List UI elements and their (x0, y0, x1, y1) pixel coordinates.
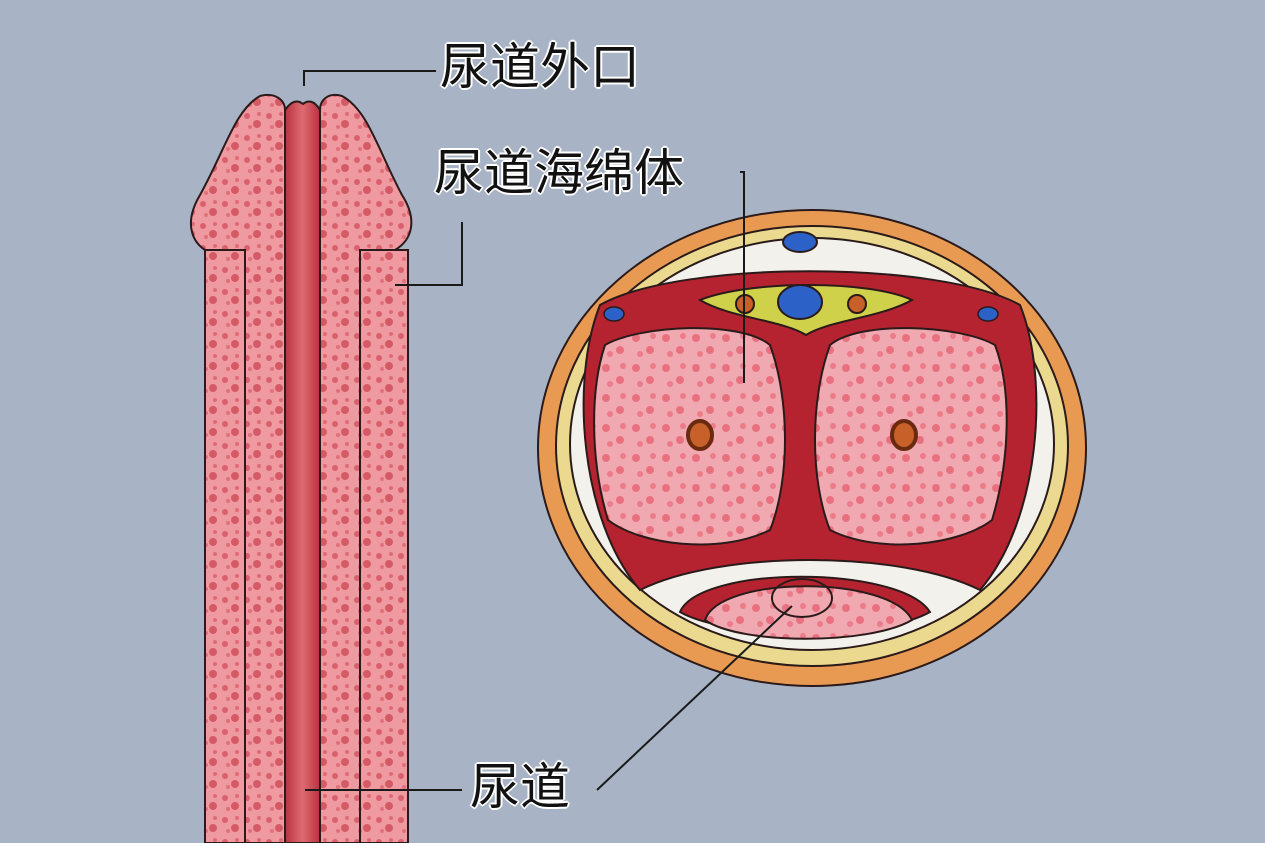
label-external-urethral-orifice: 尿道外口 (440, 38, 640, 96)
label-urethra: 尿道 (470, 758, 570, 816)
cross-section (537, 209, 1087, 687)
longitudinal-section (189, 94, 413, 843)
deep-dorsal-vein (777, 284, 823, 320)
urethra-lumen (771, 578, 833, 618)
leader-lines (303, 70, 793, 791)
label-corpus-spongiosum: 尿道海绵体 (434, 144, 684, 202)
